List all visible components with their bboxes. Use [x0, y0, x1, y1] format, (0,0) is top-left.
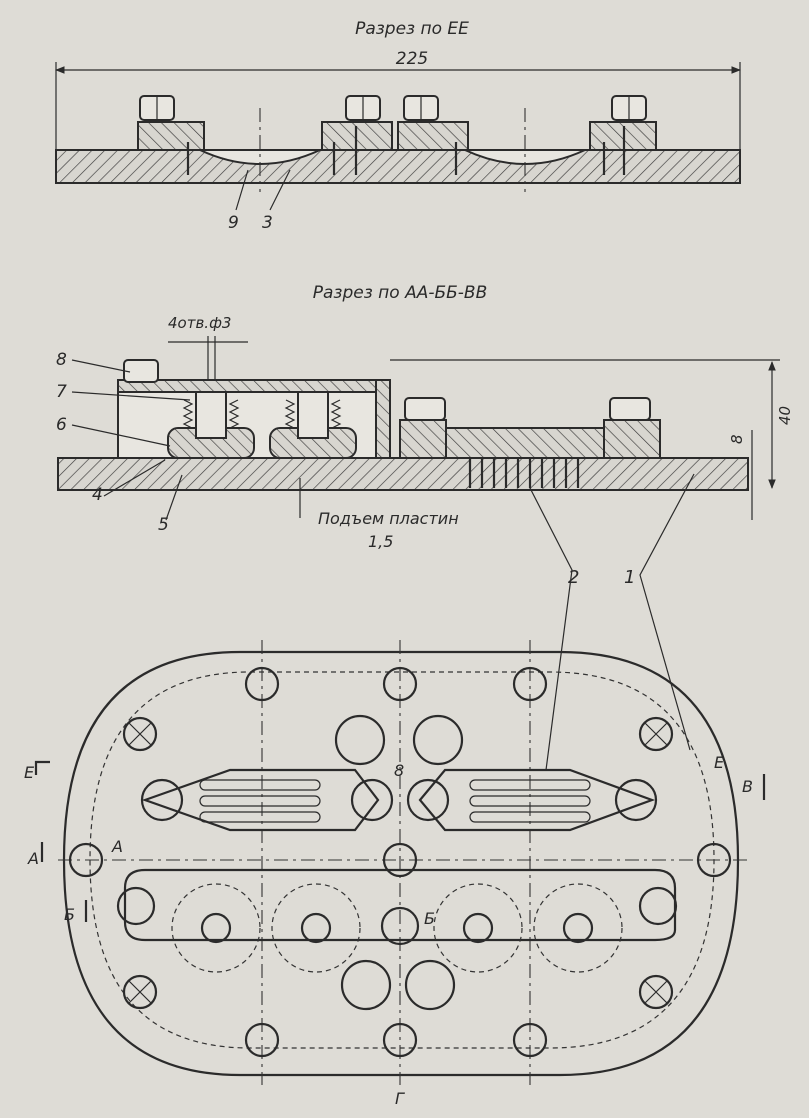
section-aa-view: Разрез по АА-ББ-ВВ 4отв.ф3 — [56, 283, 794, 771]
part-label-9: 9 — [228, 213, 239, 233]
section-mark-e-right: Е — [714, 753, 725, 772]
hex-nut-icon — [609, 397, 651, 421]
lift-value: 1,5 — [368, 532, 393, 551]
leader-2 — [529, 487, 573, 771]
hex-nut-icon — [140, 778, 658, 822]
bolt-head-right — [603, 419, 661, 459]
section-aa-title: Разрез по АА-ББ-ВВ — [313, 283, 488, 303]
leader-9 — [235, 169, 249, 211]
leader-5 — [165, 474, 183, 521]
bolt-circle-line — [89, 671, 715, 1049]
section-mark-a-inner: А — [111, 837, 123, 856]
leader-7 — [71, 391, 191, 401]
upper-clamp-plate-left — [141, 768, 380, 832]
crossed-hole-icon — [122, 716, 674, 1010]
clamp-block-1 — [137, 121, 205, 151]
part-label-1: 1 — [624, 567, 635, 588]
section-ee-view: Разрез по ЕЕ 225 — [55, 19, 741, 233]
section-mark-e-left: Е — [24, 763, 35, 782]
holes-dimension-label: 4отв.ф3 — [168, 314, 231, 332]
bolt-hole-icon — [68, 666, 732, 1058]
spring-cup-icon — [171, 883, 623, 973]
part-label-5: 5 — [158, 515, 169, 535]
large-hole-icon — [334, 714, 386, 766]
section-ee-title: Разрез по ЕЕ — [355, 19, 469, 39]
housing-outline — [62, 650, 740, 1077]
leader-1 — [639, 473, 695, 751]
section-mark-v-center: 8 — [394, 761, 404, 780]
clamp-block-3 — [397, 121, 469, 151]
housing-cover — [117, 379, 385, 393]
hex-nut-icon — [139, 95, 647, 121]
part-label-6: 6 — [56, 415, 67, 435]
section-mark-b-inner: Б — [424, 909, 435, 928]
leader-8 — [71, 359, 131, 373]
hex-nut-icon — [116, 886, 678, 946]
bolt-head-left — [399, 419, 447, 459]
part-label-8: 8 — [56, 350, 67, 370]
leader-4 — [103, 459, 166, 497]
large-hole-icon — [412, 714, 464, 766]
leader-3 — [269, 169, 291, 211]
housing-wall — [375, 379, 391, 459]
section-arrow-icon — [34, 760, 50, 775]
spring-assembly-left — [167, 391, 255, 459]
section-mark-b-left: Б — [64, 905, 75, 924]
hex-nut-icon — [404, 397, 446, 421]
part-label-7: 7 — [56, 382, 67, 402]
plan-view: Е Е В 8 А А Б Б Г — [24, 640, 766, 1108]
upper-clamp-plate-right — [418, 768, 656, 832]
dimension-8-label: 8 — [728, 434, 746, 444]
clamp-block-aa — [439, 427, 611, 459]
slot-icon — [199, 779, 591, 823]
dimension-40-label: 40 — [776, 406, 794, 425]
section-mark-g-bottom: Г — [395, 1089, 405, 1108]
part-label-3: 3 — [262, 213, 273, 233]
section-mark-a-left: А — [27, 849, 39, 868]
spring-assembly-right — [269, 391, 357, 459]
plate-stack — [468, 458, 580, 488]
section-mark-v-right: В — [742, 777, 753, 796]
part-label-4: 4 — [92, 485, 103, 505]
lower-clamp-bar — [123, 868, 677, 942]
large-hole-icon — [404, 959, 456, 1011]
lift-label: Подъем пластин — [318, 509, 459, 528]
base-plate-ee — [55, 149, 741, 184]
part-label-2: 2 — [568, 567, 579, 588]
leader-6 — [71, 424, 171, 447]
hex-nut-icon — [123, 359, 159, 383]
dimension-225-label: 225 — [396, 49, 428, 69]
base-plate-aa — [57, 457, 749, 491]
large-hole-icon — [340, 959, 392, 1011]
pin-icon — [186, 126, 626, 175]
